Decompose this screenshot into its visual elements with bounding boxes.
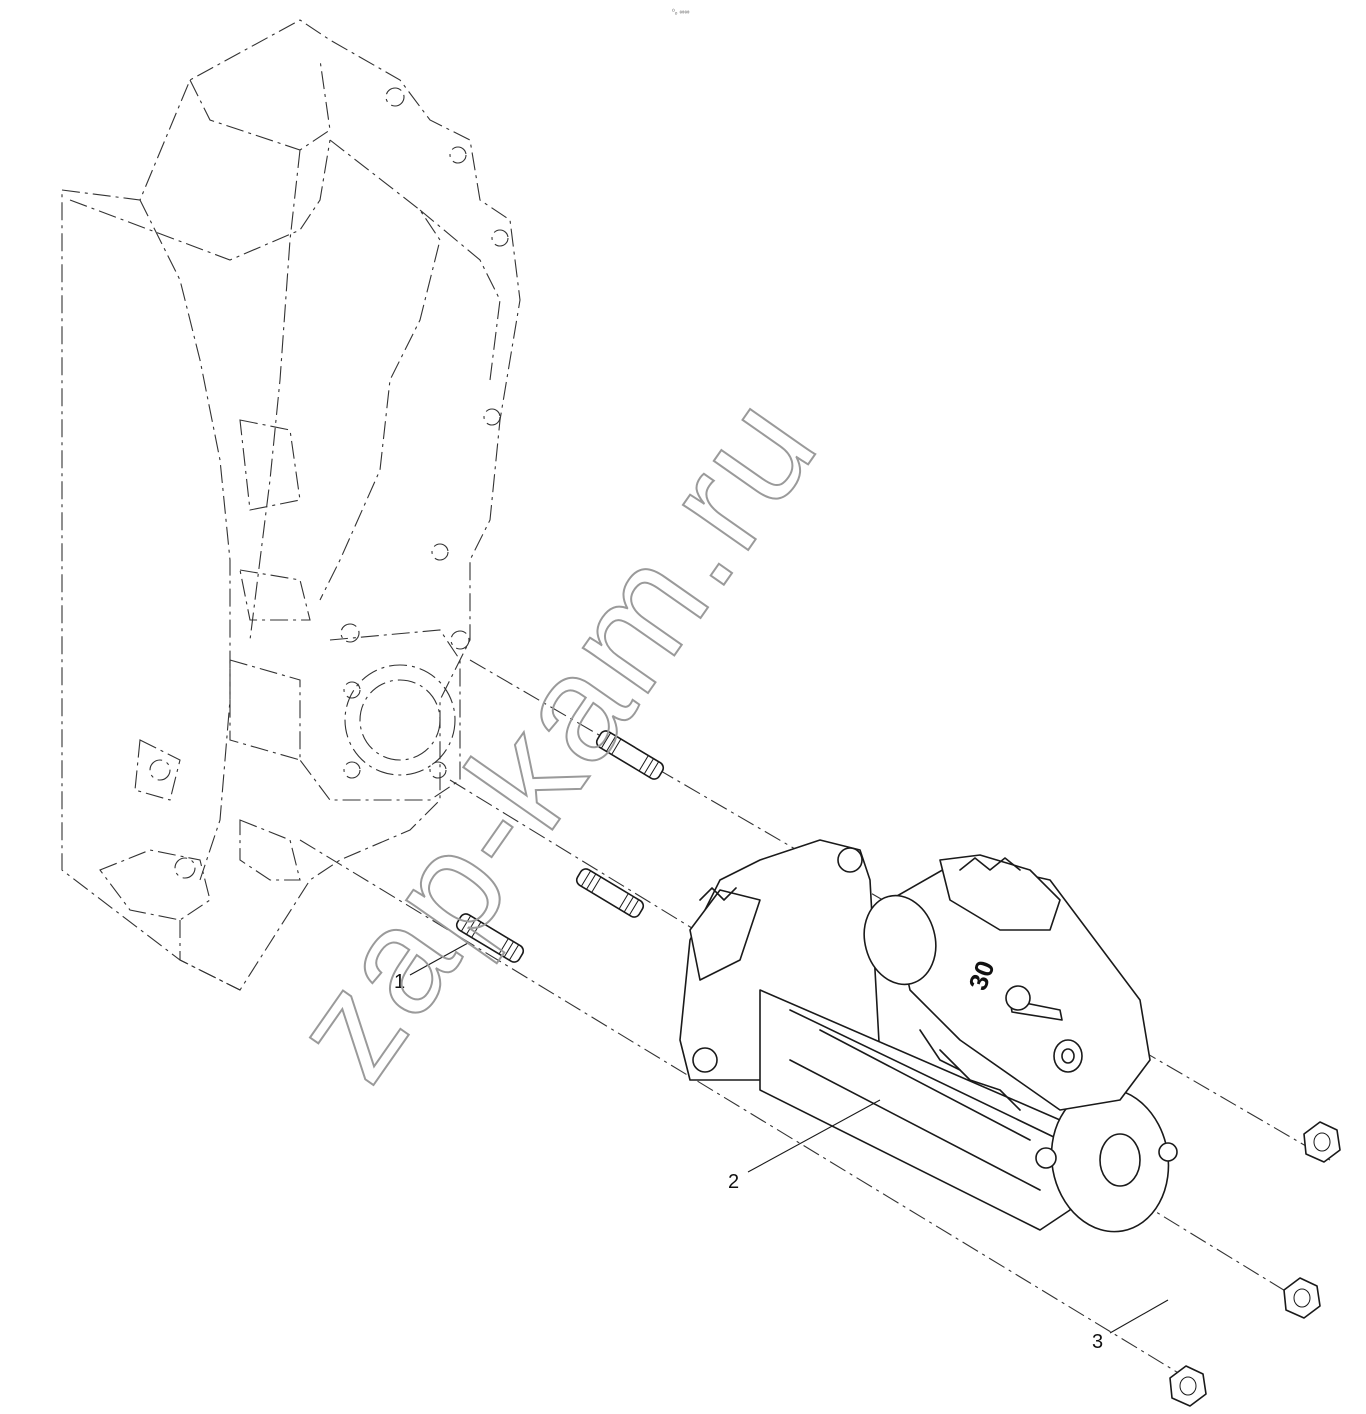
flywheel-housing bbox=[61, 19, 521, 991]
callout-3-label: 3 bbox=[1092, 1331, 1103, 1353]
callout-1-label: 1 bbox=[394, 971, 405, 993]
nut-middle bbox=[1283, 1277, 1321, 1319]
callout-2-label: 2 bbox=[728, 1171, 739, 1193]
callout-3: 3 bbox=[1092, 1299, 1169, 1353]
stud-upper bbox=[595, 730, 665, 780]
callout-2: 2 bbox=[728, 1099, 881, 1193]
nut-lower bbox=[1169, 1365, 1207, 1407]
callout-1: 1 bbox=[394, 942, 469, 993]
stud-middle bbox=[575, 868, 645, 918]
nut-upper bbox=[1303, 1121, 1341, 1163]
stud-lower bbox=[455, 913, 525, 963]
starter-motor: 30 bbox=[679, 839, 1178, 1233]
header-mark: ⁰ₒ ∞∞ bbox=[672, 8, 689, 16]
